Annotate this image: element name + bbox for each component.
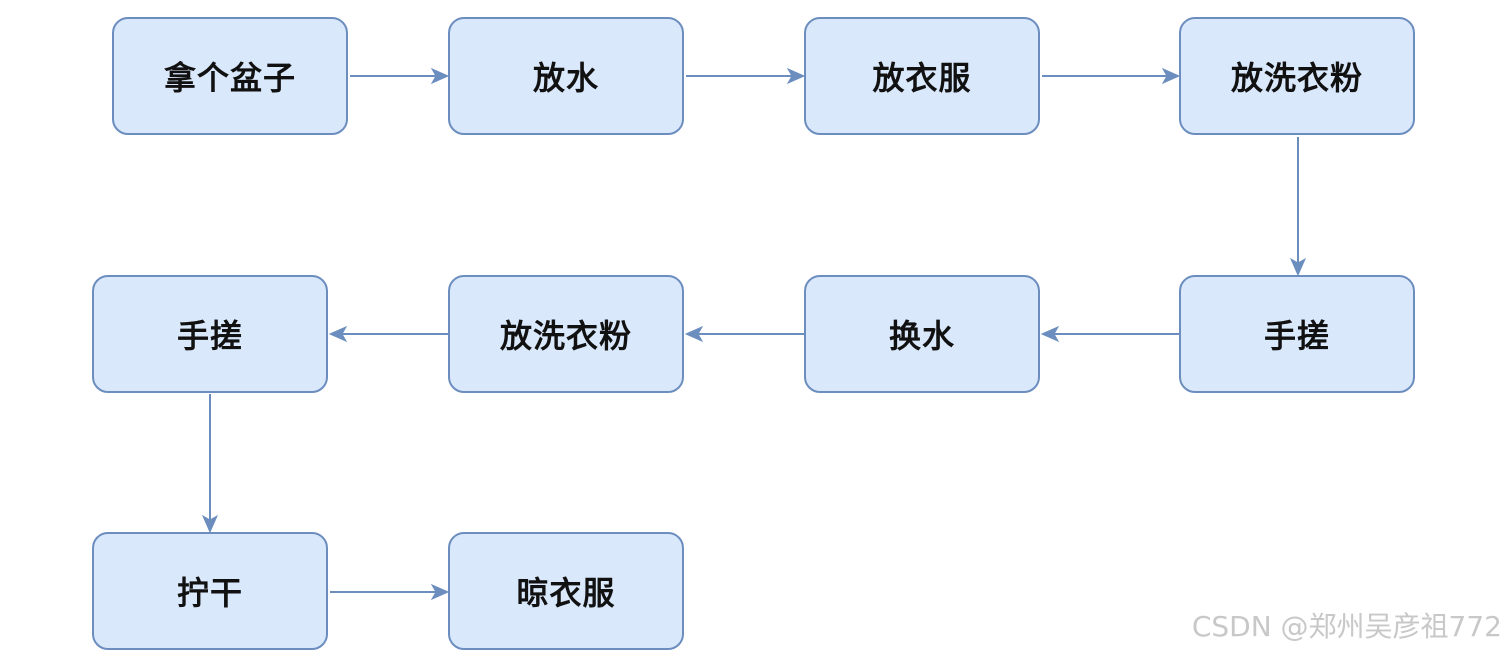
edge-n6-n7 bbox=[684, 325, 804, 343]
edge-n7-n8 bbox=[328, 325, 448, 343]
node-change-water: 换水 bbox=[804, 275, 1040, 393]
node-hand-scrub-1: 手搓 bbox=[1179, 275, 1415, 393]
node-label: 放洗衣粉 bbox=[1230, 59, 1363, 97]
edge-n3-n4 bbox=[1042, 67, 1181, 85]
node-add-detergent-2: 放洗衣粉 bbox=[448, 275, 684, 393]
edge-n8-n9 bbox=[201, 394, 219, 534]
node-hand-scrub-2: 手搓 bbox=[92, 275, 328, 393]
node-add-water: 放水 bbox=[448, 17, 684, 135]
node-label: 放水 bbox=[532, 59, 599, 97]
node-take-basin: 拿个盆子 bbox=[112, 17, 348, 135]
node-label: 手搓 bbox=[176, 317, 243, 355]
node-add-clothes: 放衣服 bbox=[804, 17, 1040, 135]
node-label: 换水 bbox=[888, 317, 955, 355]
node-label: 放衣服 bbox=[872, 59, 972, 97]
edge-n4-n5 bbox=[1289, 137, 1307, 277]
edge-n2-n3 bbox=[686, 67, 806, 85]
node-label: 拿个盆子 bbox=[163, 59, 296, 97]
node-add-detergent-1: 放洗衣粉 bbox=[1179, 17, 1415, 135]
edge-n5-n6 bbox=[1040, 325, 1179, 343]
edge-n1-n2 bbox=[350, 67, 450, 85]
node-label: 晾衣服 bbox=[516, 574, 616, 612]
node-label: 放洗衣粉 bbox=[499, 317, 632, 355]
node-label: 手搓 bbox=[1263, 317, 1330, 355]
node-wring-dry: 拧干 bbox=[92, 532, 328, 650]
node-hang-clothes: 晾衣服 bbox=[448, 532, 684, 650]
node-label: 拧干 bbox=[176, 574, 243, 612]
edge-n9-n10 bbox=[330, 583, 450, 601]
watermark: CSDN @郑州吴彦祖772 bbox=[1191, 610, 1502, 643]
